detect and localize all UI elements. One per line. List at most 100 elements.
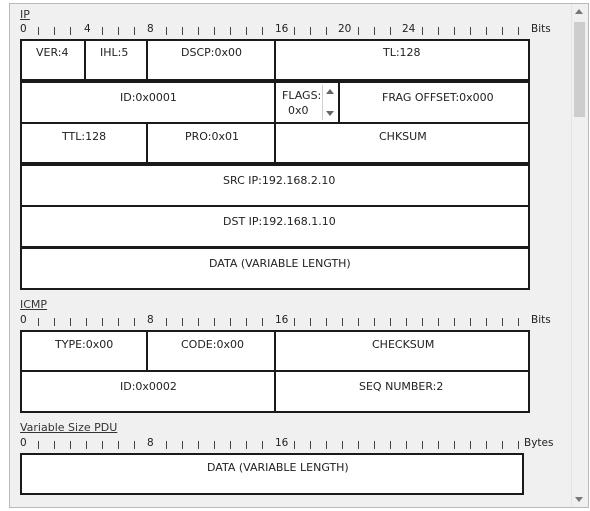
ruler-tick <box>70 441 71 449</box>
ip-flags-value[interactable]: 0x0 <box>288 104 309 117</box>
ruler-tick <box>294 318 295 326</box>
chevron-up-icon[interactable] <box>326 89 334 94</box>
icmp-checksum-text: CHECKSUM <box>372 338 435 351</box>
ruler-tick <box>310 27 311 35</box>
scroll-down-arrow-icon[interactable] <box>575 497 583 502</box>
ip-section-title: IP <box>20 8 30 21</box>
ruler-tick <box>262 318 263 326</box>
ip-dscp-field: DSCP:0x00 <box>146 39 276 81</box>
ip-chksum-text: CHKSUM <box>379 130 427 143</box>
ruler-tick <box>182 27 183 35</box>
ruler-tick <box>406 441 407 449</box>
ruler-tick <box>294 27 295 35</box>
ruler-tick <box>502 441 503 449</box>
ruler-tick <box>422 318 423 326</box>
ruler-tick <box>518 27 519 35</box>
ip-ihl-text: IHL:5 <box>100 46 129 59</box>
ruler-label: 20 <box>338 23 352 35</box>
ruler-tick <box>246 441 247 449</box>
ip-data-text: DATA (VARIABLE LENGTH) <box>209 257 351 270</box>
ruler-tick <box>422 27 423 35</box>
ruler-unit: Bits <box>531 314 551 326</box>
ruler-tick <box>166 318 167 326</box>
icmp-checksum-field: CHECKSUM <box>274 330 530 372</box>
ruler-tick <box>38 318 39 326</box>
ruler-tick <box>262 27 263 35</box>
ruler-tick <box>70 318 71 326</box>
chevron-down-icon[interactable] <box>326 111 334 116</box>
ip-frag-offset-field: FRAG OFFSET:0x000 <box>338 81 530 124</box>
ruler-tick <box>118 27 119 35</box>
ip-bit-ruler: 0 4 8 16 20 24 Bits <box>20 23 580 37</box>
ruler-tick <box>86 441 87 449</box>
icmp-id-field: ID:0x0002 <box>20 370 276 413</box>
ruler-tick <box>134 318 135 326</box>
flags-spinner[interactable] <box>322 85 336 120</box>
ruler-tick <box>118 318 119 326</box>
icmp-section-title: ICMP <box>20 298 48 311</box>
ruler-tick <box>54 441 55 449</box>
ip-pro-text: PRO:0x01 <box>185 130 239 143</box>
pdu-data-field: DATA (VARIABLE LENGTH) <box>20 453 524 495</box>
ruler-tick <box>54 27 55 35</box>
ruler-tick <box>310 318 311 326</box>
ruler-tick <box>406 318 407 326</box>
ruler-label: 8 <box>147 23 154 35</box>
ip-frag-offset-text: FRAG OFFSET:0x000 <box>382 91 494 104</box>
ruler-tick <box>422 441 423 449</box>
ruler-tick <box>214 318 215 326</box>
ruler-tick <box>102 27 103 35</box>
ruler-label: 8 <box>147 314 154 326</box>
pdu-section-title: Variable Size PDU <box>20 421 118 434</box>
vertical-scrollbar[interactable] <box>571 4 588 507</box>
ruler-tick <box>518 441 519 449</box>
ip-ttl-field: TTL:128 <box>20 122 148 164</box>
ruler-tick <box>86 318 87 326</box>
ruler-tick <box>102 441 103 449</box>
ruler-label: 16 <box>275 314 289 326</box>
ruler-tick <box>374 441 375 449</box>
scrollbar-thumb[interactable] <box>574 22 585 117</box>
pdu-details-panel: IP 0 4 8 16 20 24 Bits VER:4 IHL:5 DSCP:… <box>9 3 589 508</box>
ruler-tick <box>198 441 199 449</box>
ruler-tick <box>230 27 231 35</box>
ruler-tick <box>230 318 231 326</box>
ruler-tick <box>182 441 183 449</box>
scroll-up-arrow-icon[interactable] <box>575 9 583 14</box>
ruler-label: 4 <box>84 23 91 35</box>
ip-src-text: SRC IP:192.168.2.10 <box>223 174 336 187</box>
ip-dst-text: DST IP:192.168.1.10 <box>223 215 336 228</box>
icmp-bit-ruler: 0 8 16 Bits <box>20 314 580 328</box>
ruler-tick <box>454 441 455 449</box>
ruler-tick <box>262 441 263 449</box>
ruler-tick <box>166 27 167 35</box>
ip-pro-field: PRO:0x01 <box>146 122 276 164</box>
ip-flags-label: FLAGS: <box>282 89 322 102</box>
ruler-tick <box>310 441 311 449</box>
ruler-tick <box>358 441 359 449</box>
ip-ihl-field: IHL:5 <box>84 39 148 81</box>
ruler-label: 16 <box>275 23 289 35</box>
ruler-tick <box>326 27 327 35</box>
ruler-tick <box>438 318 439 326</box>
icmp-seq-text: SEQ NUMBER:2 <box>359 380 444 393</box>
ruler-tick <box>70 27 71 35</box>
ruler-tick <box>502 318 503 326</box>
ruler-tick <box>358 27 359 35</box>
ip-flags-field[interactable]: FLAGS: 0x0 <box>274 81 340 124</box>
ruler-tick <box>214 27 215 35</box>
icmp-seq-field: SEQ NUMBER:2 <box>274 370 530 413</box>
ruler-tick <box>214 441 215 449</box>
ruler-tick <box>438 27 439 35</box>
ruler-tick <box>198 27 199 35</box>
ip-chksum-field: CHKSUM <box>274 122 530 164</box>
ruler-tick <box>102 318 103 326</box>
ruler-tick <box>134 27 135 35</box>
ruler-tick <box>454 27 455 35</box>
ruler-label: 16 <box>275 437 289 449</box>
ruler-label: 0 <box>20 437 27 449</box>
ruler-tick <box>38 27 39 35</box>
ip-data-field: DATA (VARIABLE LENGTH) <box>20 247 530 290</box>
ruler-tick <box>518 318 519 326</box>
ruler-tick <box>166 441 167 449</box>
